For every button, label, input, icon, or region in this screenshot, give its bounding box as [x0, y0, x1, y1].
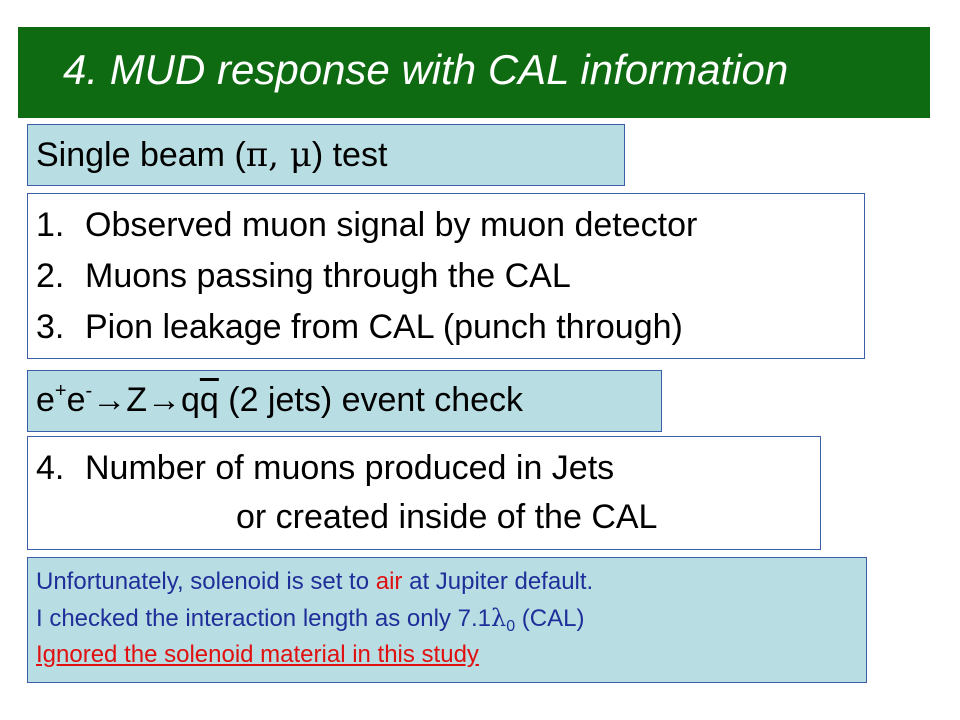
z-event-list: 4. Number of muons produced in Jets or c… [27, 436, 821, 550]
slide-title: 4. MUD response with CAL information [63, 46, 789, 93]
z-event-heading: e+e-→Z→qq (2 jets) event check [36, 381, 523, 420]
lambda-subscript: 0 [506, 618, 516, 635]
note-text: at Jupiter default. [402, 568, 594, 595]
heading-symbols: π, μ [245, 135, 312, 175]
list-item: Observed muon signal by muon detector [85, 206, 698, 244]
note-line-1: Unfortunately, solenoid is set to air at… [36, 568, 593, 596]
note-highlight: air [375, 568, 403, 595]
lambda-symbol: λ [490, 604, 507, 632]
note-text: I checked the interaction length as only… [36, 605, 491, 632]
title-bar: 4. MUD response with CAL information [18, 27, 930, 118]
plus-sup: + [54, 380, 67, 402]
list-item-num: 3. [36, 308, 65, 346]
anti-quark-symbol: q [199, 381, 219, 419]
z-decay-text: →Z→q [92, 381, 200, 419]
single-beam-heading-box: Single beam (π, μ) test [27, 124, 625, 186]
list-item: Number of muons produced in Jets [85, 449, 615, 487]
single-beam-heading: Single beam (π, μ) test [36, 135, 387, 175]
note-line-2: I checked the interaction length as only… [36, 604, 585, 635]
heading-post: ) test [311, 136, 388, 174]
heading-post: (2 jets) event check [218, 381, 524, 419]
single-beam-list: 1. Observed muon signal by muon detector… [27, 193, 865, 359]
list-item: Muons passing through the CAL [85, 257, 571, 295]
note-line-3: Ignored the solenoid material in this st… [36, 641, 479, 668]
list-item: Pion leakage from CAL (punch through) [85, 308, 683, 346]
list-item-num: 2. [36, 257, 65, 295]
minus-sup: - [85, 380, 93, 402]
heading-pre: Single beam ( [36, 136, 246, 174]
z-event-heading-box: e+e-→Z→qq (2 jets) event check [27, 370, 662, 432]
notes-box: Unfortunately, solenoid is set to air at… [27, 557, 867, 683]
list-item-num: 4. [36, 449, 65, 487]
list-item-num: 1. [36, 206, 65, 244]
electron-symbol: e [36, 381, 55, 419]
note-text: Unfortunately, solenoid is set to [36, 568, 376, 595]
list-item-continuation: or created inside of the CAL [236, 498, 658, 536]
note-text: (CAL) [515, 605, 585, 632]
electron-symbol: e [66, 381, 86, 419]
